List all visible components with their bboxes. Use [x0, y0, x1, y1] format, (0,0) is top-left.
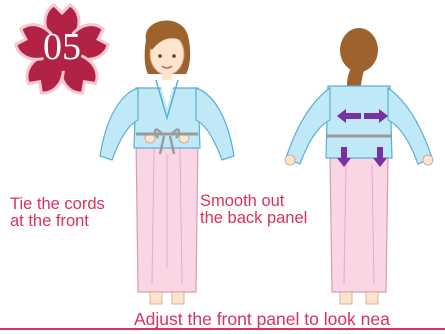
front-figure-illustration — [92, 8, 242, 310]
caption-line: Smooth out — [200, 193, 307, 210]
caption-line: Tie the cords — [10, 196, 105, 213]
caption-line: at the front — [10, 213, 105, 230]
arrow-down-icon — [336, 146, 352, 168]
arrow-down-icon — [372, 146, 388, 168]
bottom-divider — [0, 328, 445, 330]
caption-line: the back panel — [200, 210, 307, 227]
back-figure-illustration — [274, 8, 444, 310]
caption-smooth-back: Smooth out the back panel — [200, 193, 307, 227]
caption-tie-cords: Tie the cords at the front — [10, 196, 105, 230]
arrow-right-icon — [363, 108, 389, 124]
arrow-left-icon — [336, 108, 362, 124]
caption-adjust-front: Adjust the front panel to look nea — [134, 309, 390, 329]
